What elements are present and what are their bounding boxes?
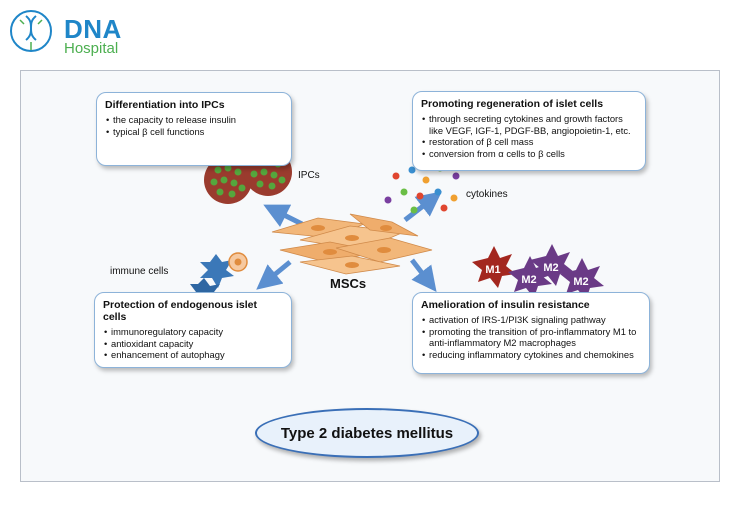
brand-logo: DNA Hospital bbox=[8, 8, 138, 58]
box-differentiation: Differentiation into IPCs the capacity t… bbox=[96, 92, 292, 166]
box-amelioration-item: reducing inflammatory cytokines and chem… bbox=[422, 349, 641, 361]
box-amelioration: Amelioration of insulin resistance activ… bbox=[412, 292, 650, 374]
brand-name: DNA bbox=[64, 14, 122, 44]
arrow-to-protection bbox=[256, 260, 292, 290]
macrophage-m2-1: M2 bbox=[521, 274, 536, 286]
box-regeneration-title: Promoting regeneration of islet cells bbox=[421, 98, 604, 110]
immune-cells-label: immune cells bbox=[110, 266, 169, 277]
box-amelioration-item: activation of IRS-1/PI3K signaling pathw… bbox=[422, 314, 641, 326]
ipcs-label: IPCs bbox=[298, 170, 320, 181]
msc-label: MSCs bbox=[330, 276, 367, 291]
box-differentiation-item: the capacity to release insulin bbox=[106, 114, 283, 126]
dna-tree-icon bbox=[10, 10, 52, 52]
diagram-title-oval: Type 2 diabetes mellitus bbox=[255, 408, 479, 458]
macrophage-m1: M1 bbox=[485, 264, 500, 276]
box-protection-item: immunoregulatory capacity bbox=[104, 326, 283, 338]
box-protection-item: antioxidant capacity bbox=[104, 338, 283, 350]
cytokine-dots bbox=[384, 164, 460, 214]
arrow-to-amelioration bbox=[410, 258, 437, 292]
box-amelioration-item: promoting the transition of pro-inflamma… bbox=[422, 326, 641, 349]
macrophages: M1 M2 M2 M2 bbox=[472, 244, 604, 300]
macrophage-m2-2: M2 bbox=[543, 262, 558, 274]
arrow-to-cytokines bbox=[403, 191, 442, 222]
arrow-to-ipcs bbox=[263, 204, 304, 228]
box-protection: Protection of endogenous islet cells imm… bbox=[94, 292, 292, 368]
box-amelioration-title: Amelioration of insulin resistance bbox=[421, 299, 590, 311]
box-differentiation-title: Differentiation into IPCs bbox=[105, 99, 225, 111]
box-protection-item: enhancement of autophagy bbox=[104, 349, 283, 361]
box-regeneration: Promoting regeneration of islet cells th… bbox=[412, 91, 646, 171]
macrophage-m2-3: M2 bbox=[573, 276, 588, 288]
box-regeneration-item: restoration of β cell mass bbox=[422, 136, 637, 148]
box-regeneration-item: conversion from α cells to β cells bbox=[422, 148, 637, 160]
brand-sub: Hospital bbox=[64, 40, 119, 57]
msc-cluster bbox=[271, 213, 433, 275]
box-regeneration-item: through secreting cytokines and growth f… bbox=[422, 113, 637, 136]
cytokines-label: cytokines bbox=[466, 189, 508, 200]
box-protection-title: Protection of endogenous islet cells bbox=[103, 299, 258, 323]
box-differentiation-item: typical β cell functions bbox=[106, 126, 283, 138]
